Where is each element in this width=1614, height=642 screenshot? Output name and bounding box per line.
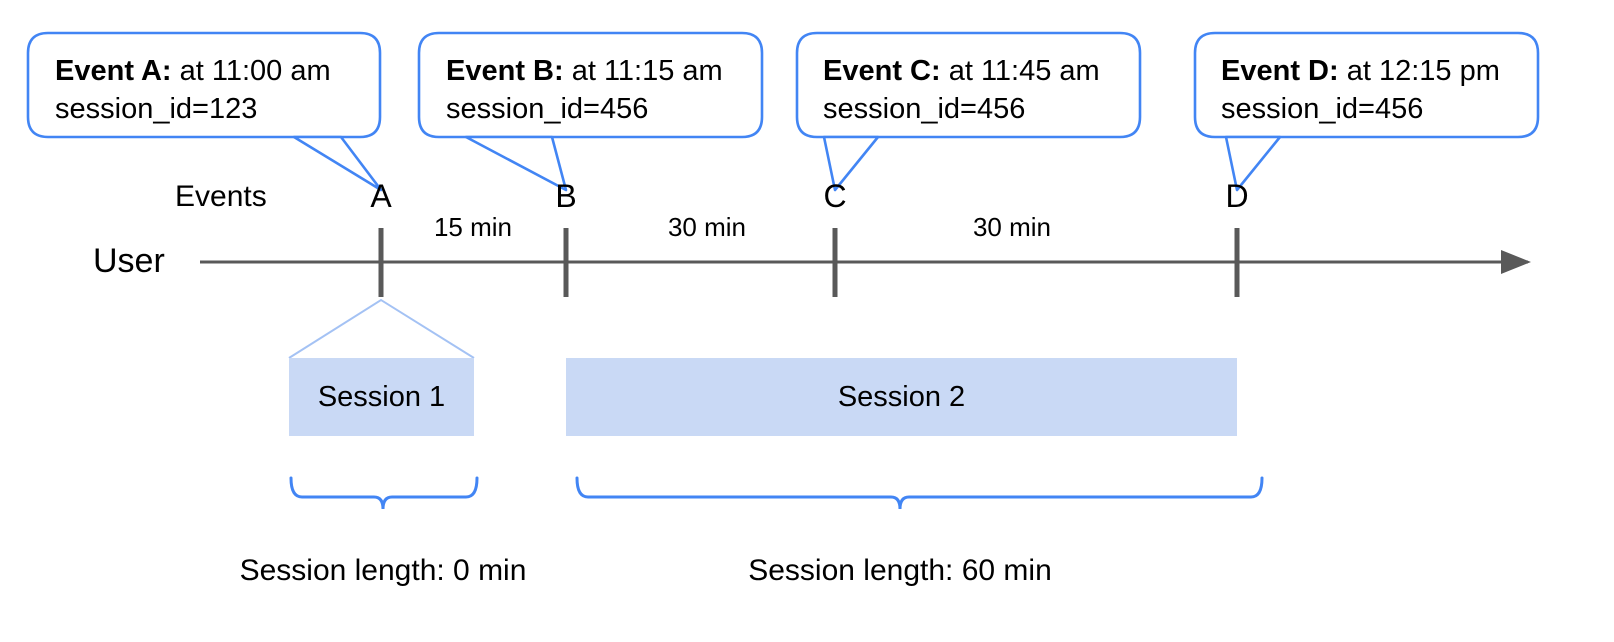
- gap-label-cd: 30 min: [972, 212, 1052, 242]
- callout-session-b: session_id=456: [446, 93, 649, 125]
- session-1-label: Session 1: [317, 381, 446, 413]
- session-1-bar: [289, 358, 474, 436]
- callout-body-b: [417, 31, 764, 139]
- session-1-leader-lines: [288, 298, 475, 359]
- callout-time-d: at 12:15 pm: [1338, 55, 1500, 87]
- callout-session-c: session_id=456: [823, 93, 1026, 125]
- callout-time-b: at 11:15 am: [563, 55, 723, 87]
- callout-body-c: [795, 31, 1142, 139]
- callout-title-b: Event B:: [446, 55, 564, 87]
- callout-time-a: at 11:00 am: [171, 55, 331, 87]
- callout-bubble-event-b: [417, 31, 764, 192]
- events-row-label: Events: [175, 180, 267, 213]
- gap-label-ab: 15 min: [433, 212, 513, 242]
- callout-title-c: Event C:: [823, 55, 941, 87]
- session-2-label: Session 2: [837, 381, 966, 413]
- callout-bubble-event-d: [1193, 31, 1540, 192]
- user-row-label: User: [93, 242, 165, 280]
- session-1-length-label: Session length: 0 min: [239, 554, 527, 587]
- callout-title-a: Event A:: [55, 55, 172, 87]
- tick-letter-d: D: [1225, 178, 1249, 214]
- tick-letter-a: A: [370, 178, 392, 214]
- callout-time-c: at 11:45 am: [940, 55, 1100, 87]
- session-2-bar: [566, 358, 1237, 436]
- callout-tail-b: [464, 135, 568, 192]
- callout-bubble-event-a: [26, 31, 383, 192]
- callout-text-event-c: Event C: at 11:45 am session_id=456: [823, 52, 1100, 128]
- brace-session-2: [575, 476, 1264, 510]
- callout-session-d: session_id=456: [1221, 93, 1424, 125]
- callout-tail-d: [1224, 135, 1282, 192]
- callout-body-a: [26, 31, 382, 139]
- callout-session-a: session_id=123: [55, 93, 258, 125]
- callout-text-event-d: Event D: at 12:15 pm session_id=456: [1221, 52, 1500, 128]
- tick-letter-b: B: [555, 178, 577, 214]
- brace-session-1: [289, 476, 479, 510]
- callout-title-d: Event D:: [1221, 55, 1339, 87]
- callout-text-event-b: Event B: at 11:15 am session_id=456: [446, 52, 723, 128]
- callout-text-event-a: Event A: at 11:00 am session_id=123: [55, 52, 331, 128]
- callout-body-d: [1193, 31, 1540, 139]
- callout-bubble-event-c: [795, 31, 1142, 192]
- callout-tail-a: [292, 135, 383, 192]
- tick-letter-c: C: [823, 178, 847, 214]
- session-2-length-label: Session length: 60 min: [748, 554, 1052, 587]
- callout-tail-c: [822, 135, 880, 192]
- gap-label-bc: 30 min: [667, 212, 747, 242]
